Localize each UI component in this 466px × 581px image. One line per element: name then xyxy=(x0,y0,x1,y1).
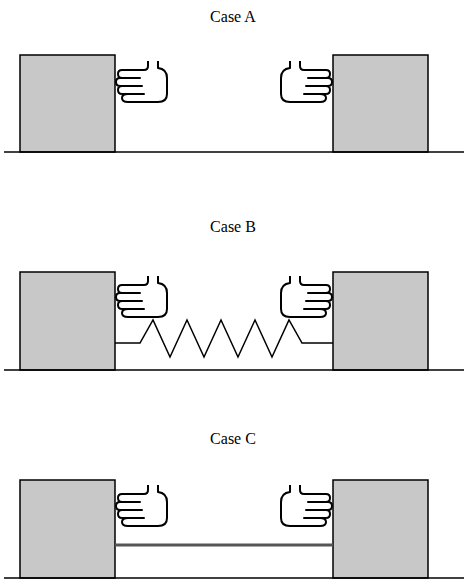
block xyxy=(20,480,115,578)
block xyxy=(333,272,428,370)
hand xyxy=(281,485,332,526)
case-label: Case B xyxy=(210,218,256,236)
block xyxy=(333,55,428,152)
rod xyxy=(115,544,333,547)
floor xyxy=(4,577,464,579)
hand xyxy=(116,61,167,102)
hand xyxy=(281,276,332,317)
case-b-scene xyxy=(4,272,464,370)
case-a-scene xyxy=(4,55,464,152)
case-c-scene xyxy=(4,480,464,578)
spring xyxy=(115,320,333,357)
case-label: Case C xyxy=(210,430,256,448)
hand xyxy=(281,61,332,102)
floor xyxy=(4,151,464,153)
hand xyxy=(116,276,167,317)
block xyxy=(20,272,115,370)
hand xyxy=(116,485,167,526)
block xyxy=(333,480,428,578)
block xyxy=(20,55,115,152)
case-label: Case A xyxy=(210,8,256,26)
floor xyxy=(4,369,464,371)
